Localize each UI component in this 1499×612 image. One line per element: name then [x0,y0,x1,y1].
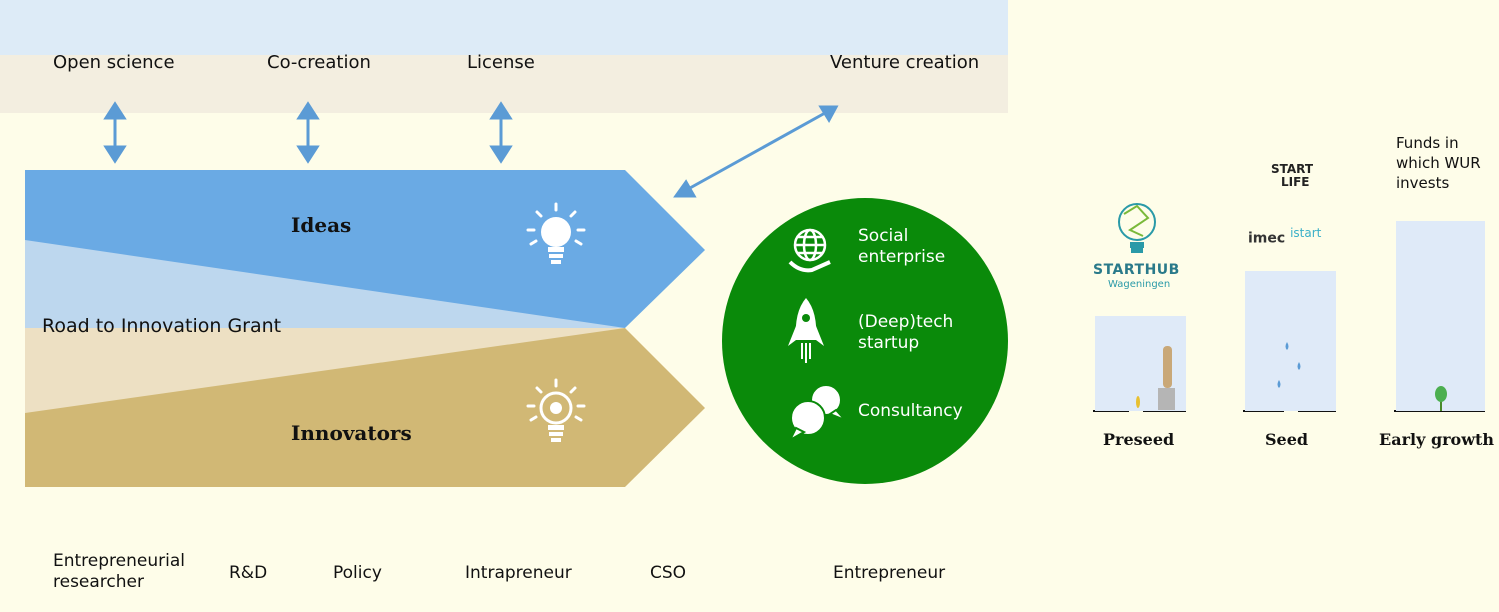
starthub-logo-text: STARTHUB [1093,262,1180,278]
sprout-icon [1435,386,1447,411]
speech-bubbles-icon [787,384,846,443]
imec-text: imec [1248,230,1286,247]
open-science-label: Open science [53,52,175,73]
starthub-logo-icon [1118,203,1156,253]
innovators-lightbulb-icon [526,378,586,442]
trowel-icon [1136,346,1175,410]
rocket-icon [788,298,824,363]
cso-label: CSO [650,563,687,583]
co-creation-label: Co-creation [267,52,371,73]
startlife-line1: START [1271,162,1314,176]
venture-arrow-icon [673,105,839,198]
open-science-arrow-icon [103,101,127,164]
rd-label: R&D [229,563,268,583]
license-label: License [467,52,535,73]
entrepreneur-label: Entrepreneur [833,563,946,583]
starthub-sub-text: Wageningen [1108,279,1171,290]
early-growth-panel [1396,221,1485,411]
open-science-text: Open science [53,52,175,73]
startlife-line2: LIFE [1281,175,1310,189]
imec-logo-text: imec istart [1248,226,1321,247]
double-arrows [103,101,839,198]
license-arrow-icon [489,101,513,164]
innovators-label: Innovators [291,421,412,445]
innovators-arrow [25,328,705,487]
ideas-arrow [25,170,705,328]
globe-hand-icon [788,228,831,273]
social-enterprise-label: Social enterprise [858,226,946,267]
consultancy-label: Consultancy [858,401,963,421]
seed-label: Seed [1265,430,1309,449]
funds-text: Funds in which WUR invests [1396,134,1481,192]
seed-panel [1245,271,1336,411]
road-grant-label: Road to Innovation Grant [42,315,282,337]
preseed-label: Preseed [1103,430,1175,449]
early-growth-label: Early growth [1379,430,1495,449]
policy-label: Policy [333,563,382,583]
co-creation-arrow-icon [296,101,320,164]
ideas-lightbulb-icon [526,202,586,264]
entrepreneurial-researcher-label: Entrepreneurial researcher [53,551,185,592]
water-drops-icon [1277,342,1301,388]
venture-creation-label: Venture creation [830,52,980,73]
ideas-label: Ideas [291,213,352,237]
roles-band [0,55,1008,113]
deeptech-startup-label: (Deep)tech startup [858,312,954,353]
istart-text: istart [1290,226,1322,240]
startlife-logo-text: START LIFE [1271,163,1313,189]
top-stage-band [0,0,1008,55]
intrapreneur-label: Intrapreneur [465,563,572,583]
